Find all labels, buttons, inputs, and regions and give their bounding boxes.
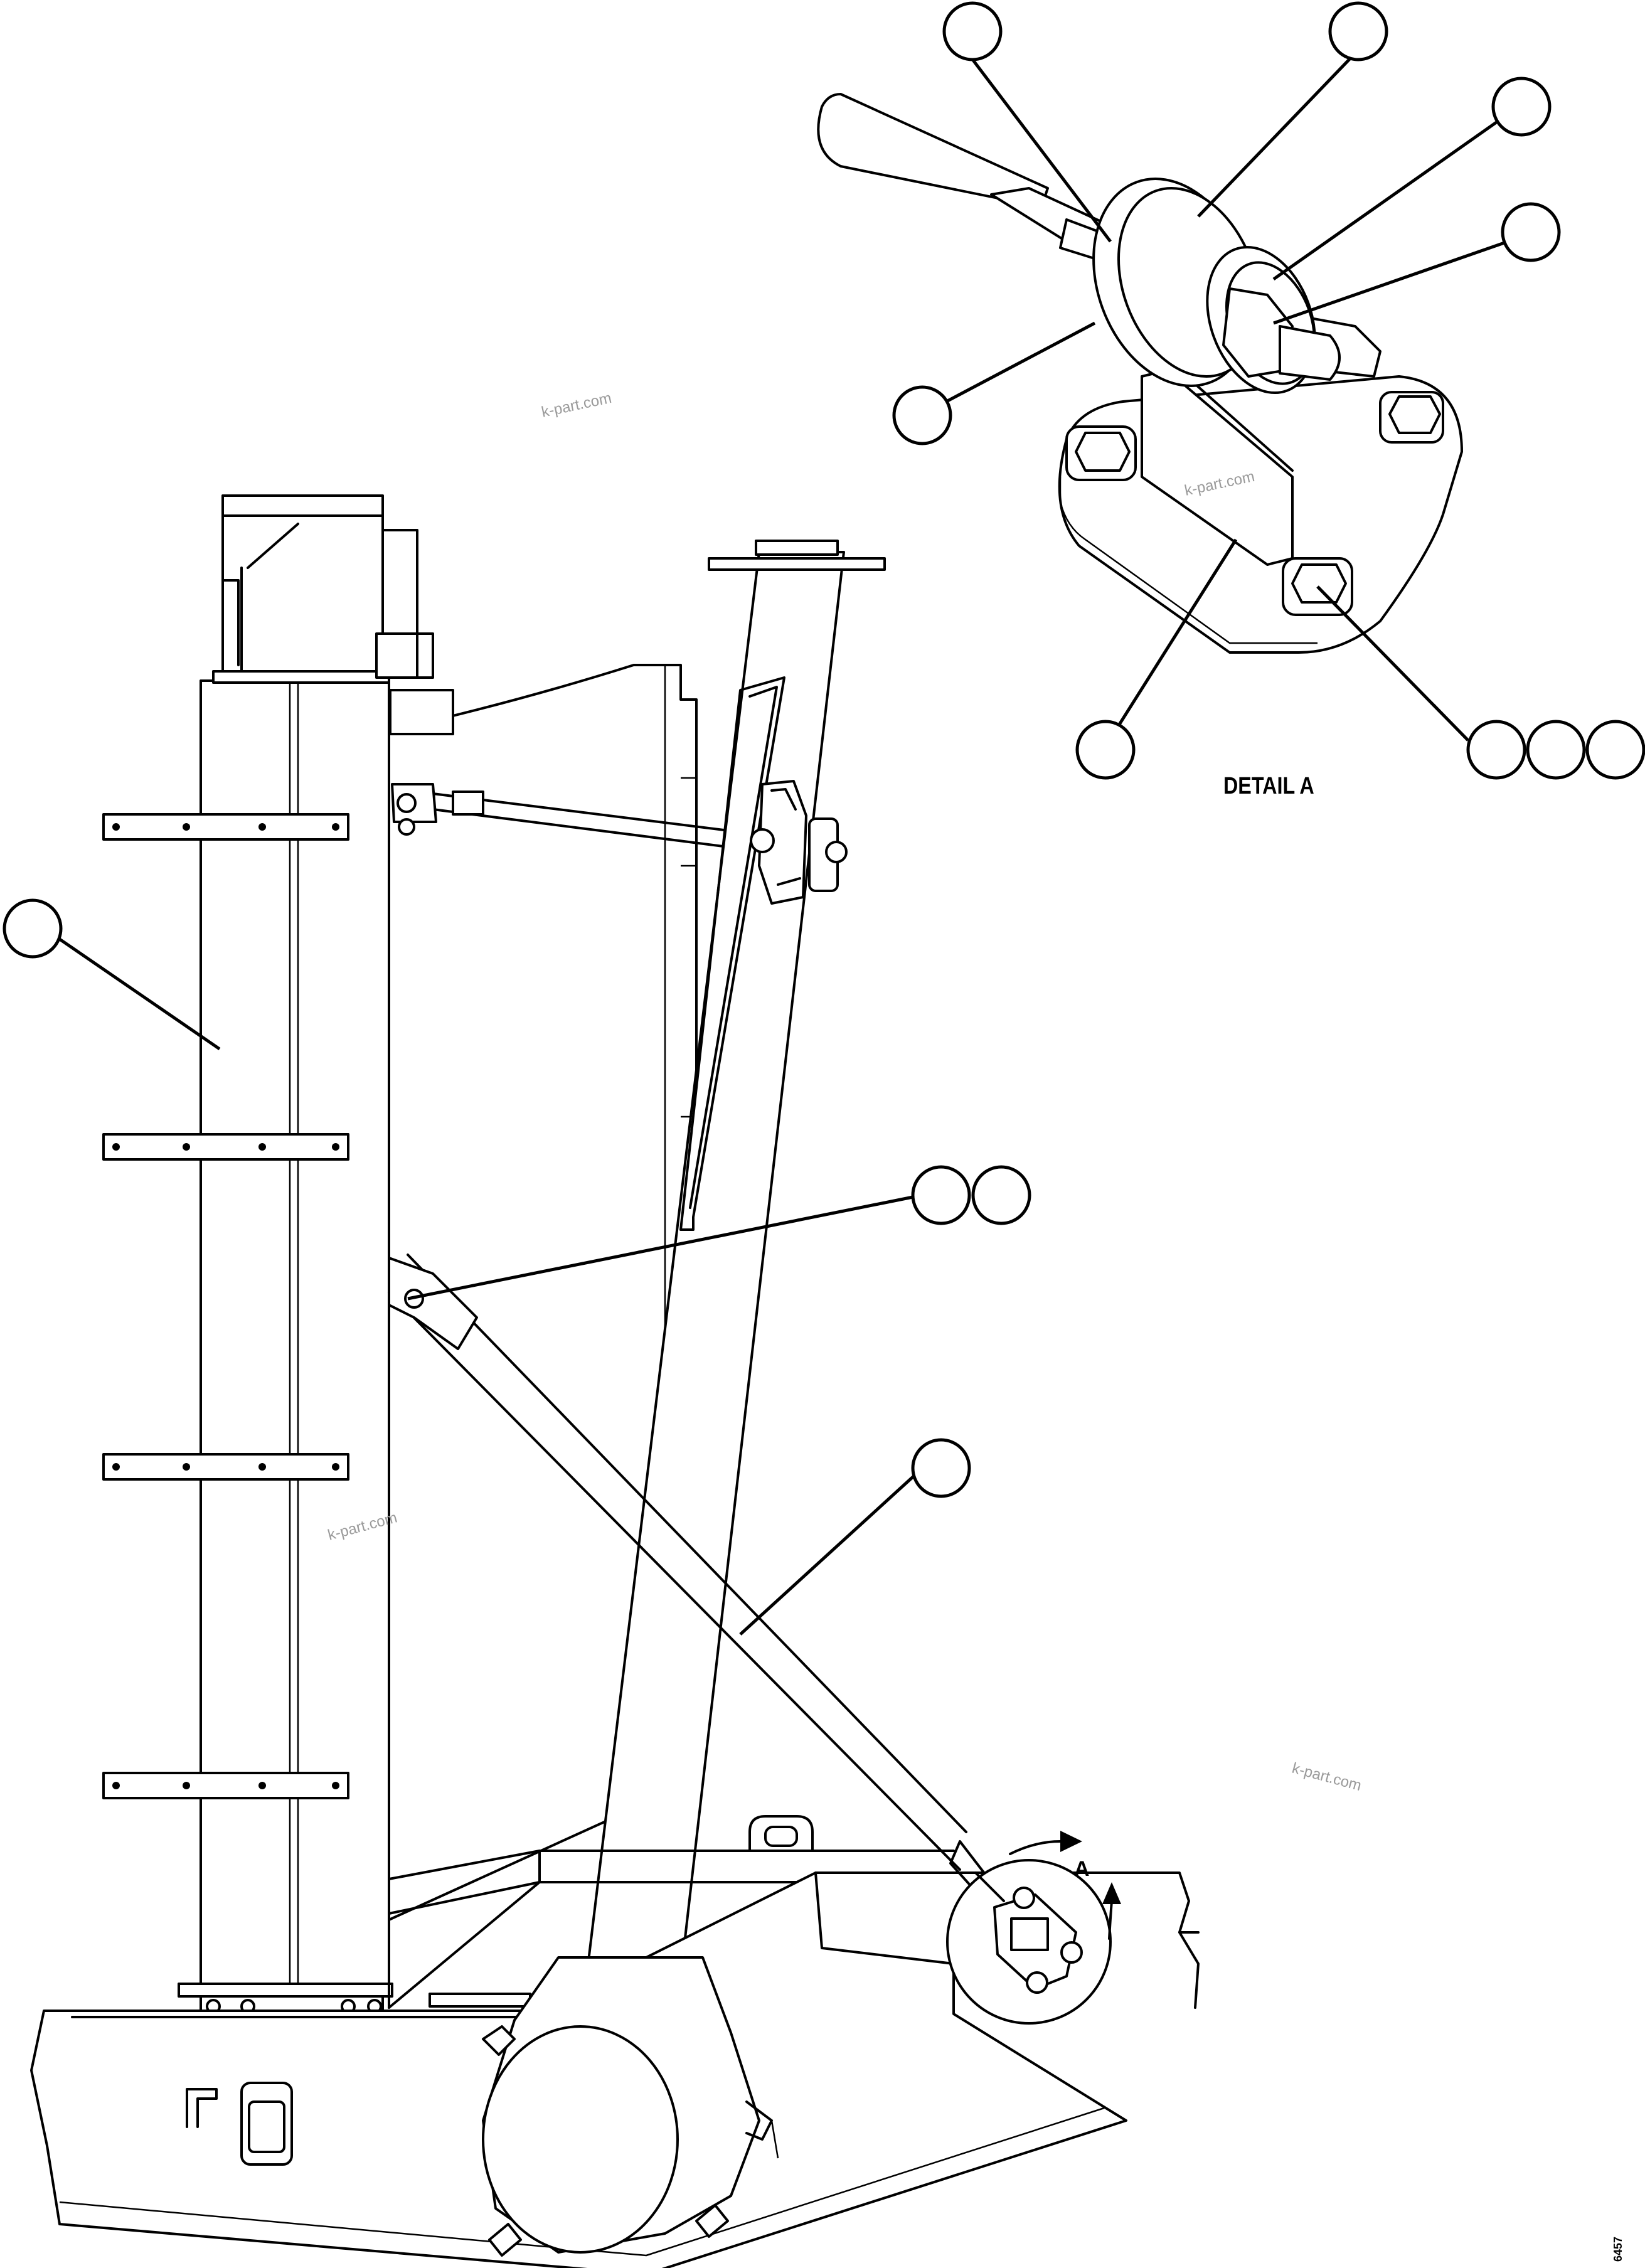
- detail-a-circle: [946, 1831, 1121, 2025]
- callout-pivot-pin-b[interactable]: [971, 1165, 1031, 1225]
- watermark-4: k-part.com: [1290, 1760, 1363, 1794]
- callout-detail-bracket[interactable]: [1075, 720, 1136, 780]
- wheel-hub: [482, 1956, 779, 2257]
- callout-detail-washer[interactable]: [1328, 1, 1388, 61]
- upper-tie-rod: [391, 783, 760, 851]
- callout-balloons: [3, 1, 1645, 1498]
- callout-detail-bushing[interactable]: [892, 385, 952, 445]
- callout-column[interactable]: [3, 898, 63, 959]
- mounting-strips: [102, 813, 349, 1799]
- callout-detail-lockwasher[interactable]: [1526, 720, 1586, 780]
- inclined-post: [585, 540, 886, 1978]
- callout-detail-flatwasher[interactable]: [1585, 720, 1645, 780]
- callout-detail-bolt[interactable]: [1466, 720, 1526, 780]
- detail-a-label: DETAIL A: [1223, 773, 1314, 799]
- callout-detail-rod[interactable]: [942, 1, 1003, 61]
- detail-a-view: [817, 93, 1463, 654]
- callout-pivot-pin-a[interactable]: [911, 1165, 971, 1225]
- callout-detail-nut[interactable]: [1501, 202, 1561, 262]
- drawing-number: 6457: [1612, 2237, 1624, 2262]
- column-top-fitting: [221, 494, 454, 735]
- callout-tie-rod[interactable]: [911, 1438, 971, 1498]
- break-lines: [814, 1871, 1200, 2009]
- callout-leaders: [50, 52, 1518, 1636]
- diagonal-brace: [388, 1254, 993, 1896]
- watermark-1: k-part.com: [540, 390, 613, 421]
- callout-detail-spacer[interactable]: [1491, 77, 1552, 137]
- post-clamp: [750, 780, 848, 905]
- vertical-column: [200, 670, 390, 1987]
- view-marker: A: [1074, 1857, 1090, 1881]
